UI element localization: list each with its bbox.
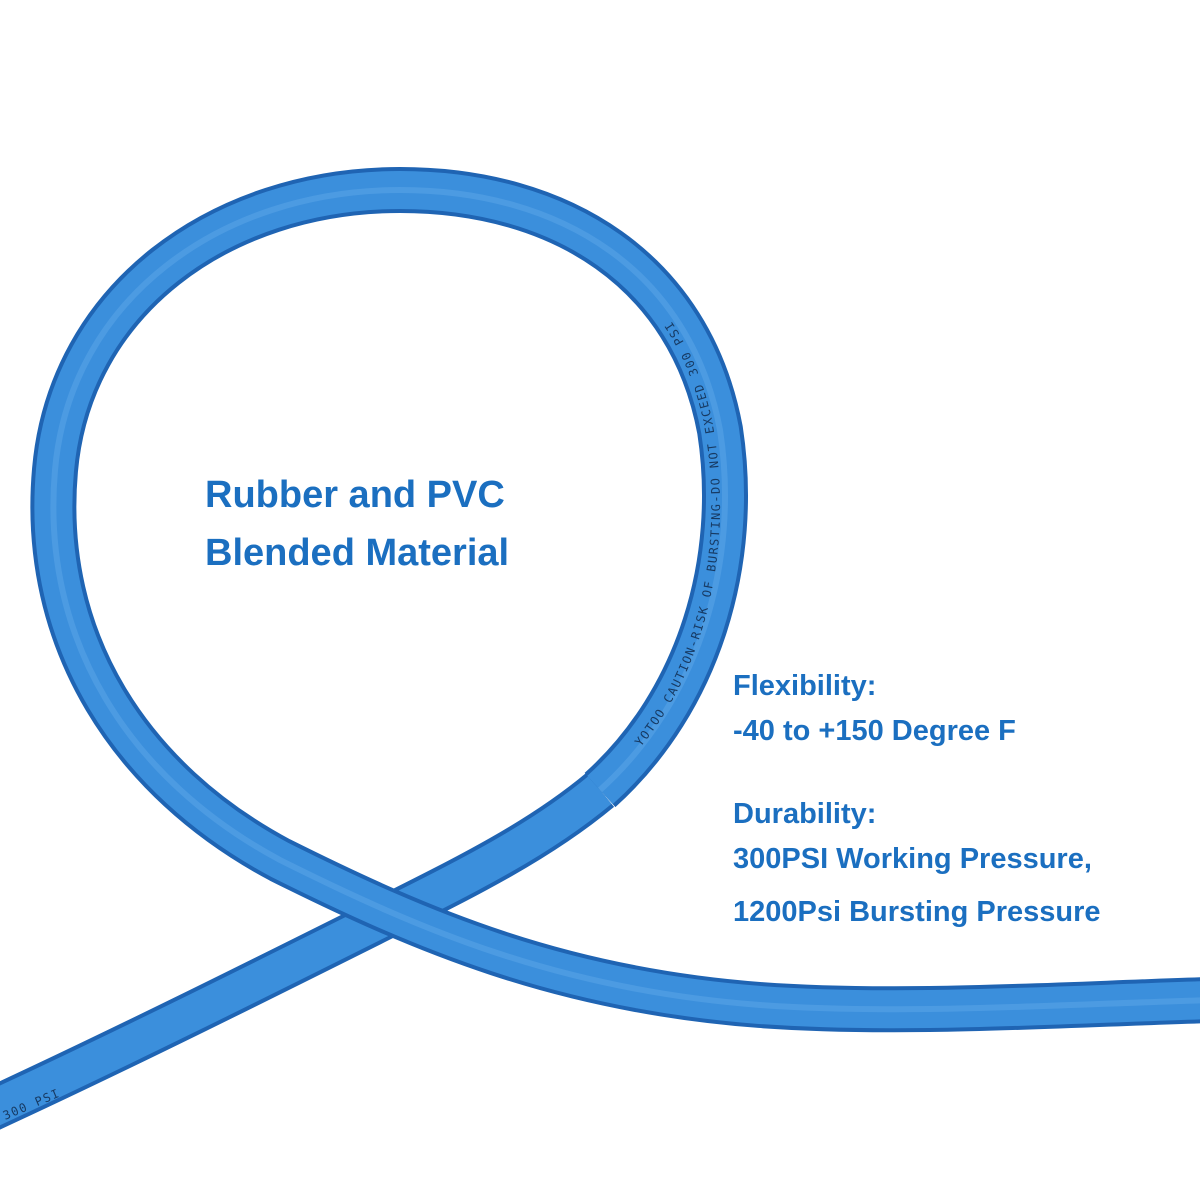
hose-loop-highlight xyxy=(50,186,1200,1013)
durability-spec: Durability: 300PSI Working Pressure, 120… xyxy=(733,792,1101,935)
durability-bursting-pressure: 1200Psi Bursting Pressure xyxy=(733,896,1101,928)
durability-heading: Durability: xyxy=(733,798,877,830)
material-callout-line1: Rubber and PVC xyxy=(205,474,505,516)
material-callout: Rubber and PVC Blended Material xyxy=(205,466,509,582)
material-callout-line2: Blended Material xyxy=(205,532,510,574)
hose-segment-lower-left-body xyxy=(0,776,612,1126)
hose-loop-body xyxy=(34,170,1200,1029)
flexibility-value: -40 to +150 Degree F xyxy=(733,715,1016,747)
durability-working-pressure: 300PSI Working Pressure, xyxy=(733,843,1092,875)
flexibility-spec: Flexibility: -40 to +150 Degree F xyxy=(733,664,1016,754)
flexibility-heading: Flexibility: xyxy=(733,670,877,702)
